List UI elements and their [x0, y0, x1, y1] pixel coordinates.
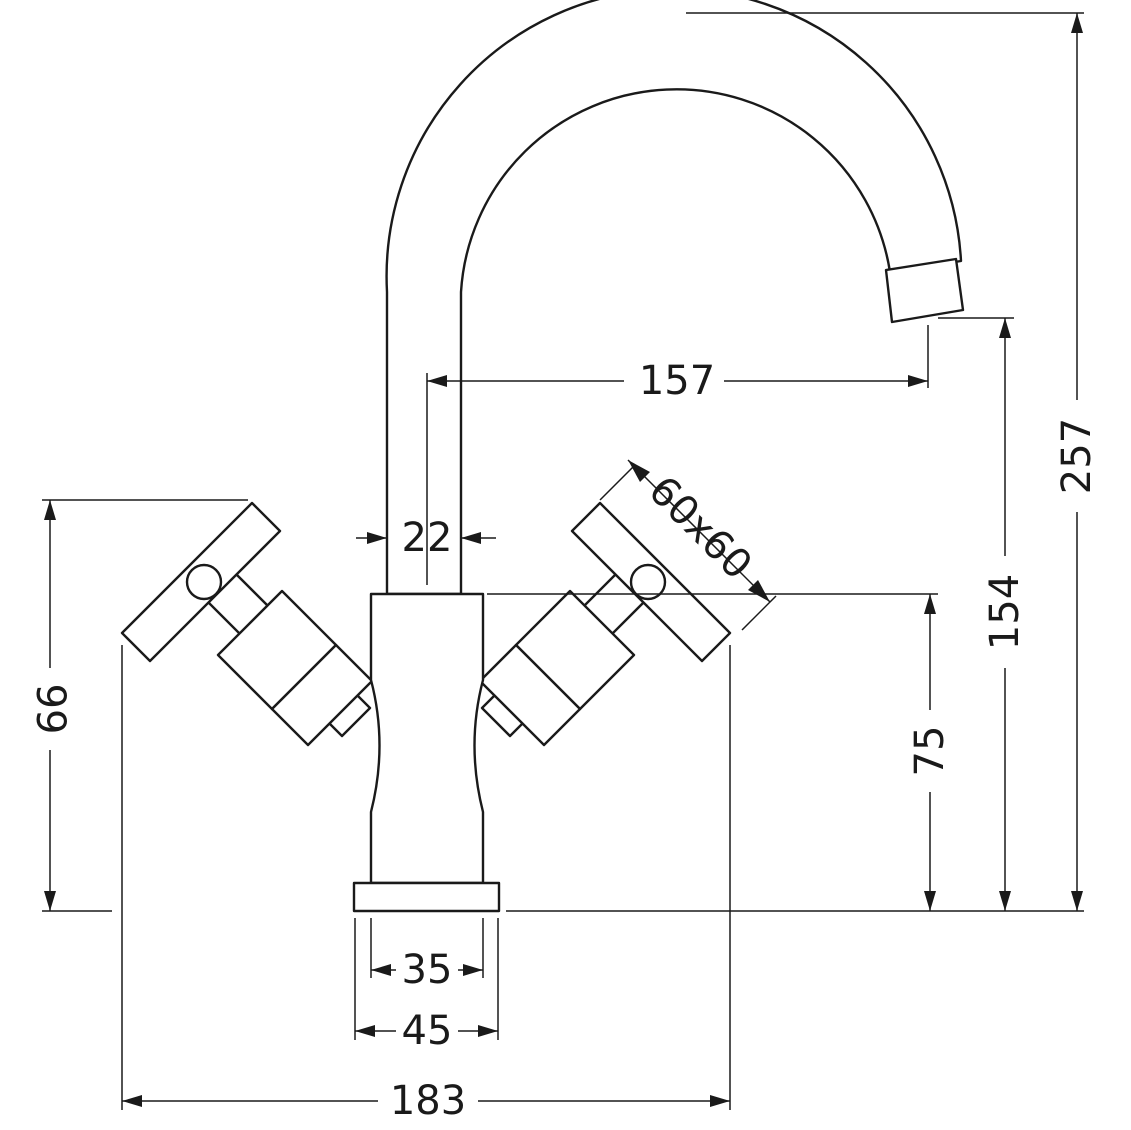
base-plate: [352, 881, 501, 913]
label-spout-height: 154: [982, 574, 1028, 650]
dimension-body-height: 75: [905, 594, 955, 911]
extension-lines: [42, 12, 1084, 1110]
dimension-spout-width: 22: [356, 515, 496, 561]
dimension-overall-width: 183: [122, 1078, 730, 1124]
label-body-width: 35: [402, 947, 453, 993]
right-handle-cap: [629, 563, 667, 601]
left-handle-cap: [185, 563, 223, 601]
label-total-height: 257: [1054, 418, 1100, 494]
dimension-body-width: 35: [371, 947, 483, 993]
dimension-handle-height: 99: [25, 500, 75, 911]
dimension-total-height: 257: [1052, 13, 1102, 911]
label-base-width: 45: [402, 1008, 453, 1054]
spout-aerator: [884, 257, 965, 324]
label-spout-width: 22: [402, 515, 453, 561]
tap-body: [369, 592, 485, 885]
label-outlet-reach: 157: [639, 358, 715, 404]
dimension-spout-height: 154: [980, 318, 1030, 911]
label-body-height: 75: [907, 726, 953, 777]
label-handle-height: 99: [27, 684, 73, 735]
spout: [385, 0, 963, 596]
dimension-base-width: 45: [355, 1008, 498, 1054]
dimension-outlet-reach: 157: [427, 358, 928, 404]
label-overall-width: 183: [390, 1078, 466, 1124]
